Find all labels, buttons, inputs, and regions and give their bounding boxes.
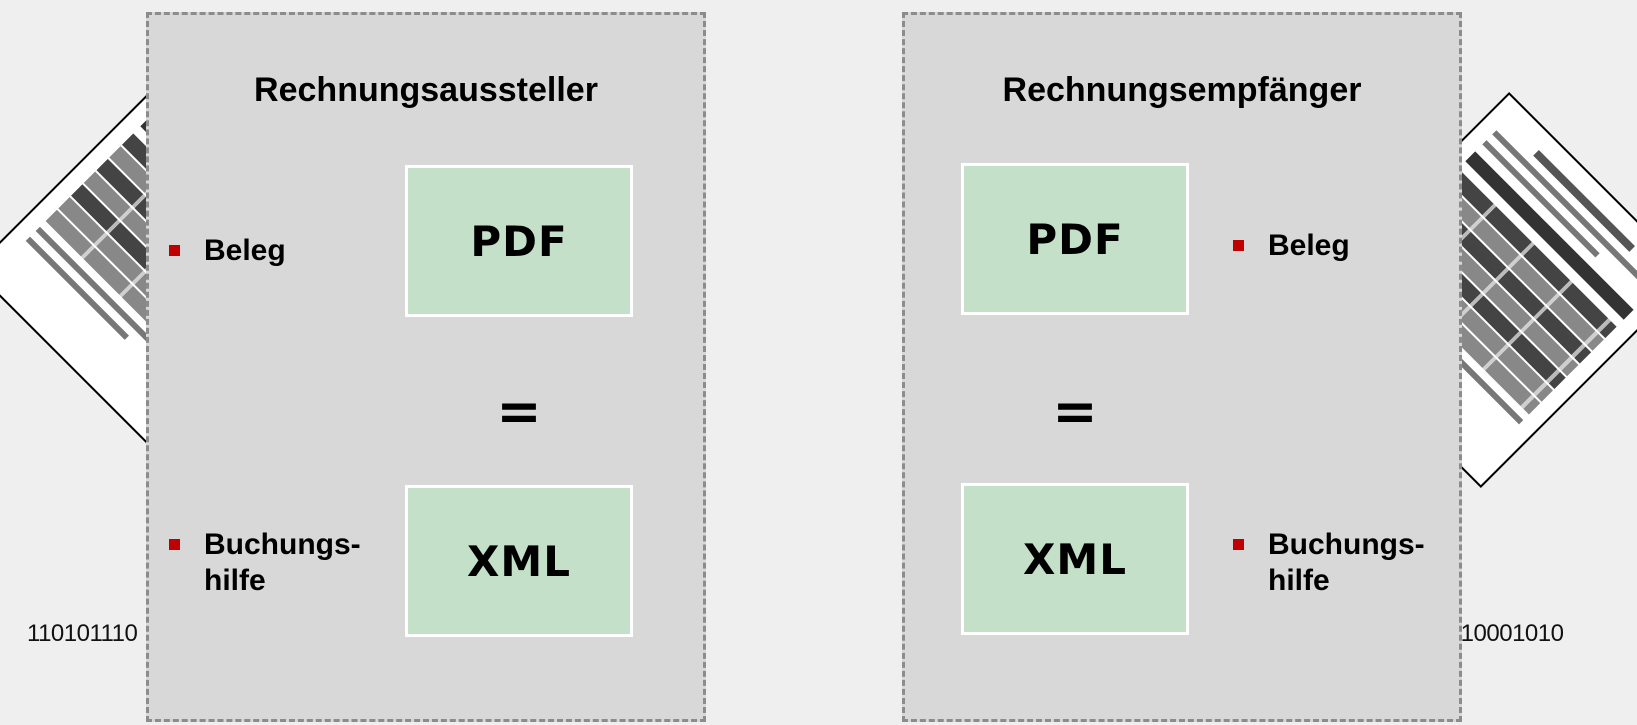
sender-xml-box: XML [405, 485, 633, 637]
receiver-xml-box: XML [961, 483, 1189, 635]
sender-equals-sign: = [496, 380, 542, 443]
bullet-square-icon [169, 539, 180, 550]
receiver-equals-sign: = [1052, 380, 1098, 443]
sender-pdf-box: PDF [405, 165, 633, 317]
sender-bullet-buchungshilfe: Buchungs- hilfe [169, 527, 361, 599]
sender-bullet-beleg: Beleg [169, 233, 286, 269]
bullet-square-icon [1233, 240, 1244, 251]
receiver-title: Rechnungsempfänger [1002, 71, 1362, 109]
receiver-bullet-beleg: Beleg [1233, 228, 1350, 264]
binary-data-left: 110101110 [27, 620, 138, 647]
bullet-square-icon [169, 245, 180, 256]
bullet-square-icon [1233, 539, 1244, 550]
sender-title: Rechnungsaussteller [254, 71, 598, 109]
receiver-panel: Rechnungsempfänger PDF = XML Beleg Buchu… [902, 12, 1462, 722]
receiver-pdf-box: PDF [961, 163, 1189, 315]
sender-panel: Rechnungsaussteller PDF = XML Beleg Buch… [146, 12, 706, 722]
receiver-bullet-buchungshilfe: Buchungs- hilfe [1233, 527, 1425, 599]
